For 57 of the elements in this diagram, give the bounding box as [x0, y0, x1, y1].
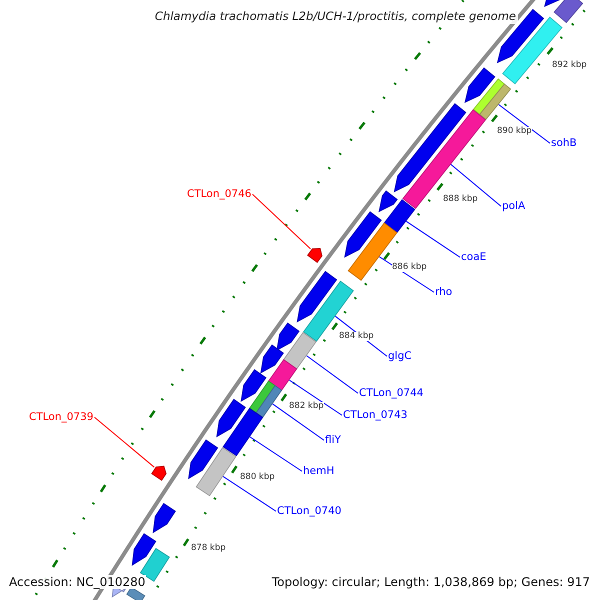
leader-line — [450, 164, 502, 207]
scale-label: 884 kbp — [339, 332, 374, 340]
feature-marker — [307, 248, 322, 263]
gene-label: glgC — [388, 351, 412, 362]
scale-label: 886 kbp — [392, 263, 427, 272]
gene-label: coaE — [461, 252, 486, 262]
gene-bar — [196, 447, 236, 496]
gene-block — [378, 190, 398, 212]
title: Chlamydia trachomatis L2b/UCH-1/proctitis, complete genome — [152, 10, 518, 24]
gene-block — [344, 211, 382, 258]
gene-label: fliY — [325, 435, 341, 446]
gene-bar — [282, 332, 317, 370]
gene-label: CTLon_0739 — [29, 412, 94, 422]
accession-label: Accession: NC_010280 — [8, 575, 146, 589]
gene-block — [216, 398, 246, 438]
gene-bar — [249, 380, 282, 418]
gene-bar — [472, 78, 512, 120]
scale-label: 892 kbp — [552, 61, 587, 70]
scale-label: 888 kbp — [443, 195, 478, 204]
gene-block — [132, 533, 156, 566]
leader-line — [222, 476, 276, 512]
gene-label: CTLon_0743 — [343, 410, 408, 420]
leader-line — [94, 416, 155, 468]
gene-bar — [222, 408, 264, 456]
feature-marker — [151, 466, 167, 481]
genome-info: Topology: circular; Length: 1,038,869 bp; Genes: 917 — [270, 575, 591, 589]
leader-line — [498, 104, 550, 144]
leader-line — [288, 380, 342, 416]
gene-block — [260, 344, 284, 374]
scale-label: 878 kbp — [191, 544, 226, 552]
gene-block — [394, 103, 466, 192]
scale-label: 880 kbp — [240, 473, 275, 482]
gene-bar — [268, 359, 298, 392]
gene-bar — [384, 199, 416, 234]
gene-label: hemH — [303, 466, 334, 476]
gene-bar — [302, 280, 354, 342]
scale-label: 890 kbp — [497, 127, 532, 136]
gene-block — [240, 369, 267, 402]
gene-bar — [402, 109, 486, 209]
gene-label: polA — [502, 201, 526, 212]
gene-block — [152, 502, 176, 534]
gene-block — [296, 270, 338, 322]
gene-block — [464, 67, 496, 103]
gene-block — [188, 439, 218, 480]
leader-line — [252, 194, 312, 250]
leader-line — [306, 355, 358, 394]
gene-label: CTLon_0744 — [359, 388, 424, 398]
leader-line — [406, 220, 460, 258]
gene-label: rho — [435, 287, 452, 298]
gene-label: sohB — [551, 138, 577, 148]
leader-line — [272, 403, 324, 441]
scale-label: 882 kbp — [289, 402, 324, 410]
gene-label: CTLon_0740 — [277, 506, 342, 516]
leader-line — [249, 436, 302, 472]
gene-bar — [554, 0, 584, 24]
gene-block — [276, 322, 300, 351]
gene-label: CTLon_0746 — [187, 189, 252, 200]
